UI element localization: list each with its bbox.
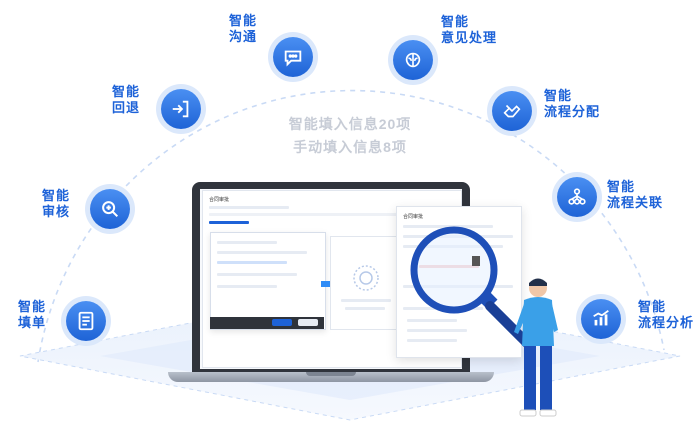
person-illustration <box>514 278 558 417</box>
feature-label-chat: 智能沟通 <box>229 13 258 44</box>
dome-arc <box>37 89 665 363</box>
side-window-title: 合同审批 <box>403 214 424 220</box>
cancel-button-mock[interactable] <box>298 319 318 326</box>
laptop-notch <box>306 372 356 376</box>
feature-label-opinion: 智能意见处理 <box>441 14 498 45</box>
headline-line-1: 智能填入信息20项 <box>288 116 412 132</box>
window-title: 合同审批 <box>209 197 230 203</box>
result-panel <box>330 236 402 330</box>
return-icon[interactable] <box>161 89 201 129</box>
form-icon[interactable] <box>66 301 106 341</box>
feature-label-fill: 智能填单 <box>18 299 47 330</box>
laptop-base <box>168 372 494 382</box>
feature-label-return: 智能回退 <box>112 84 141 115</box>
chart-icon[interactable] <box>581 299 621 339</box>
confirm-button-mock[interactable] <box>272 319 292 326</box>
form-panel-footer <box>210 317 324 329</box>
feature-label-audit: 智能审核 <box>42 188 71 219</box>
headline-line-2: 手动填入信息8项 <box>293 139 407 155</box>
form-panel <box>210 232 326 330</box>
chat-icon[interactable] <box>273 37 313 77</box>
hand-icon[interactable] <box>492 91 532 131</box>
feature-label-relate: 智能流程关联 <box>607 179 664 210</box>
network-icon[interactable] <box>557 177 597 217</box>
badge-icon <box>353 265 379 291</box>
feature-label-assign: 智能流程分配 <box>544 88 601 119</box>
brain-icon[interactable] <box>393 40 433 80</box>
feature-label-analysis: 智能流程分析 <box>638 299 695 330</box>
zoom-in-icon[interactable] <box>90 189 130 229</box>
